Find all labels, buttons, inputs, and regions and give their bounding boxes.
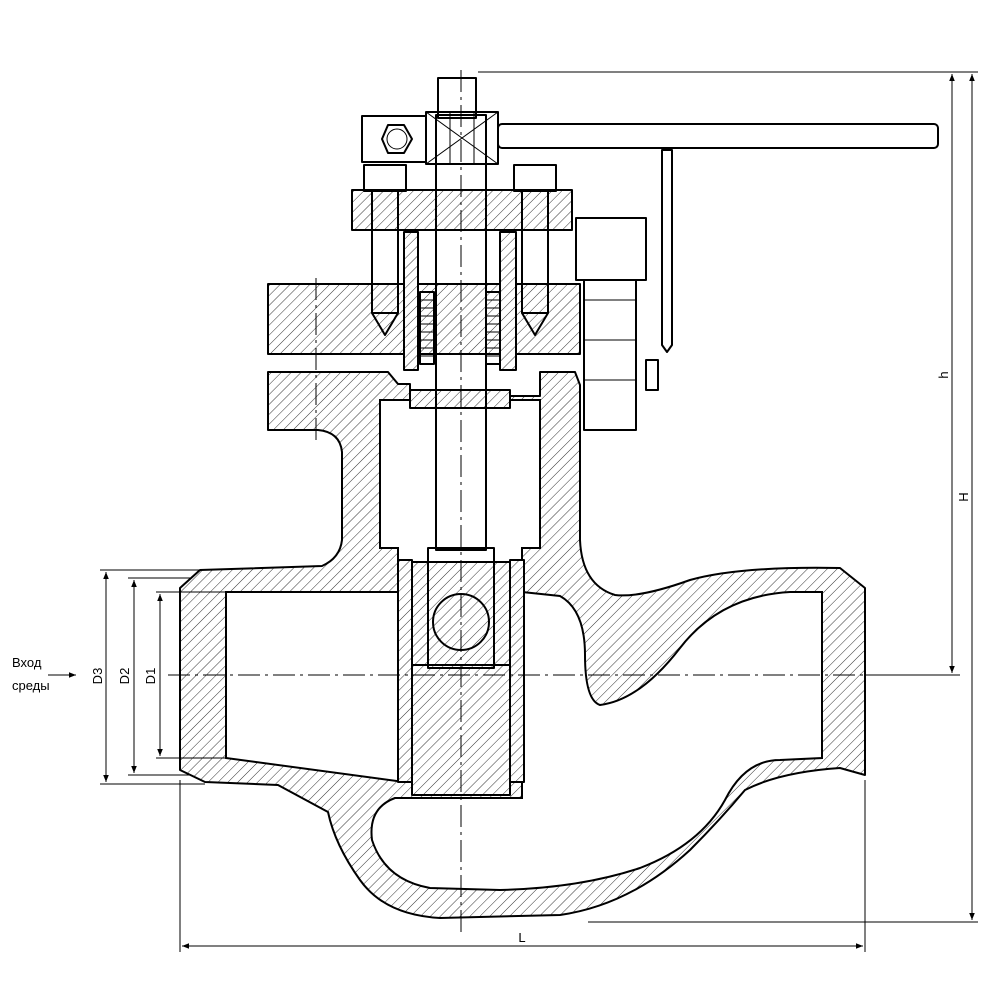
dim-D2-label: D2 [117,668,132,685]
dim-L-label: L [518,930,525,945]
stem-and-handle [361,77,939,551]
dim-h-label: h [936,371,951,378]
inlet-label-line2: среды [12,678,50,693]
inlet-label-line1: Вход [12,655,42,670]
dim-D3-label: D3 [90,668,105,685]
body-bolt [575,217,659,431]
dimensions: D3 D2 D1 H h L [90,71,978,952]
seat-sleeve-right [509,559,525,783]
gland-stud-left [363,164,407,336]
handle-hub [361,115,427,163]
center-lines [168,70,950,935]
hub-nut-hexagon [381,124,413,154]
dim-D1-label: D1 [143,668,158,685]
valve-body [179,371,866,919]
inlet-label: Вход среды [12,655,76,693]
seat-sleeve-left [397,559,413,783]
handle-lever [497,123,939,149]
position-pointer [661,149,673,353]
bonnet-bore [379,399,541,563]
stem-top-nut [437,77,477,119]
gland-stud-right [513,164,557,336]
dim-H-label: H [956,492,971,501]
body-flange [267,283,581,355]
bonnet-assembly [267,164,659,431]
flow-cavity [225,591,405,784]
lower-bushing [409,389,511,409]
bonnet-cover [351,189,573,231]
outlet-cavity [370,590,823,892]
